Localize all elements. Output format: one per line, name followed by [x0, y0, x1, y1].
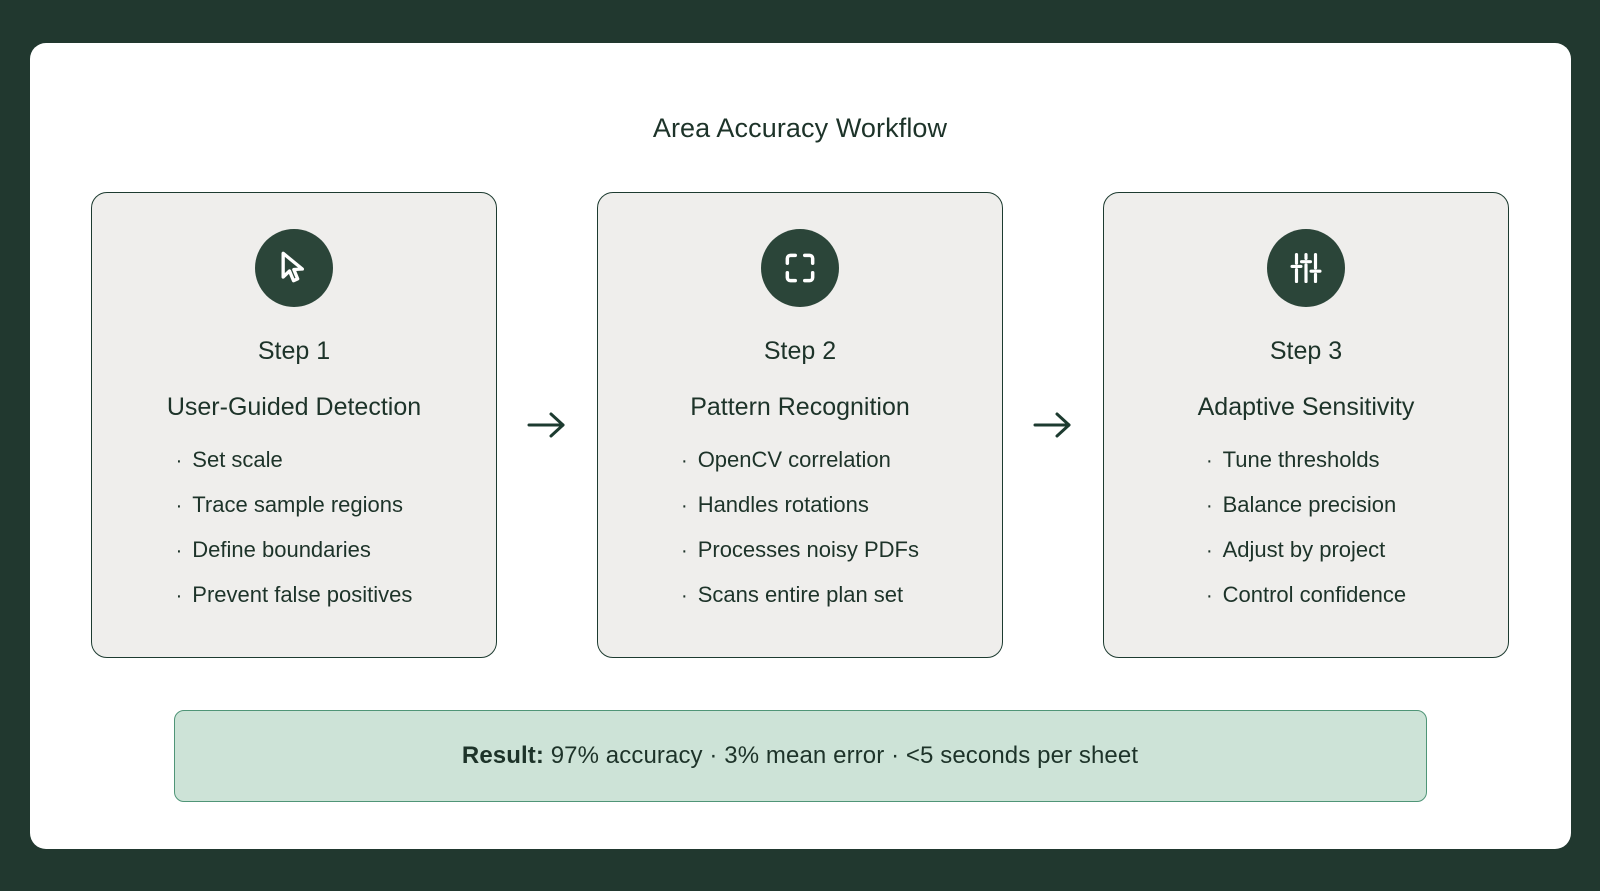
arrow-right-icon: [1003, 192, 1103, 658]
workflow-steps-row: Step 1 User-Guided Detection · Set scale …: [78, 191, 1523, 658]
bullet-text: Prevent false positives: [192, 582, 413, 608]
list-item: · Set scale: [175, 446, 413, 472]
bullet-text: Define boundaries: [192, 536, 371, 562]
step-label-3: Step 3: [1269, 336, 1343, 365]
step-label-2: Step 2: [763, 336, 837, 365]
bullet-marker: ·: [1205, 449, 1213, 472]
bullet-marker: ·: [681, 539, 688, 562]
list-item: · Prevent false positives: [175, 582, 413, 608]
bullet-marker: ·: [1205, 494, 1213, 517]
bullet-marker: ·: [175, 539, 183, 562]
bullet-text: Balance precision: [1222, 491, 1397, 517]
result-value: 97% accuracy · 3% mean error · <5 second…: [543, 741, 1139, 769]
step-bullets-2: · OpenCV correlation · Handles rotations ·…: [681, 446, 919, 608]
bullet-marker: ·: [175, 449, 183, 472]
bullet-marker: ·: [681, 494, 688, 517]
result-banner: Result: 97% accuracy · 3% mean error · <…: [173, 709, 1427, 802]
bullet-marker: ·: [681, 449, 688, 472]
page-title: Area Accuracy Workflow: [652, 112, 948, 143]
list-item: · Adjust by project: [1205, 536, 1406, 562]
bullet-text: Processes noisy PDFs: [697, 536, 919, 562]
cursor-pointer-icon: [255, 228, 333, 307]
bullet-marker: ·: [681, 585, 688, 608]
step-title-1: User-Guided Detection: [166, 392, 422, 421]
list-item: · Control confidence: [1205, 582, 1407, 608]
scan-frame-icon: [761, 228, 839, 307]
step-title-2: Pattern Recognition: [690, 392, 910, 421]
list-item: · Trace sample regions: [175, 491, 413, 517]
list-item: · Scans entire plan set: [681, 582, 919, 608]
bullet-text: OpenCV correlation: [697, 446, 891, 472]
bullet-text: Adjust by project: [1222, 536, 1386, 562]
list-item: · Processes noisy PDFs: [681, 536, 919, 562]
list-item: · Tune thresholds: [1205, 446, 1406, 472]
list-item: · Handles rotations: [681, 491, 919, 517]
result-label: Result:: [461, 741, 544, 769]
bullet-text: Trace sample regions: [192, 491, 403, 517]
bullet-marker: ·: [1205, 539, 1213, 562]
step-card-2: Step 2 Pattern Recognition · OpenCV corre…: [597, 191, 1003, 658]
bullet-marker: ·: [175, 494, 183, 517]
result-text: Result: 97% accuracy · 3% mean error · <…: [462, 742, 1138, 770]
step-card-1: Step 1 User-Guided Detection · Set scale …: [91, 191, 497, 658]
step-card-3: Step 3 Adaptive Sensitivity · Tune thresh…: [1103, 191, 1509, 658]
list-item: · Balance precision: [1205, 491, 1406, 517]
bullet-text: Tune thresholds: [1222, 446, 1380, 472]
step-title-3: Adaptive Sensitivity: [1197, 392, 1415, 421]
step-label-1: Step 1: [257, 336, 331, 365]
list-item: · Define boundaries: [175, 536, 413, 562]
bullet-marker: ·: [1205, 585, 1213, 608]
bullet-text: Control confidence: [1222, 582, 1407, 608]
bullet-text: Handles rotations: [697, 491, 869, 517]
list-item: · OpenCV correlation: [681, 446, 919, 472]
sliders-icon: [1267, 228, 1345, 307]
bullet-text: Scans entire plan set: [697, 582, 904, 608]
workflow-panel: Area Accuracy Workflow Step 1 User-Guide…: [29, 42, 1571, 849]
arrow-right-icon: [497, 192, 597, 658]
bullet-text: Set scale: [192, 446, 283, 472]
step-bullets-3: · Tune thresholds · Balance precision · Adj…: [1205, 446, 1407, 608]
bullet-marker: ·: [175, 585, 183, 608]
step-bullets-1: · Set scale · Trace sample regions · Define…: [175, 446, 413, 608]
